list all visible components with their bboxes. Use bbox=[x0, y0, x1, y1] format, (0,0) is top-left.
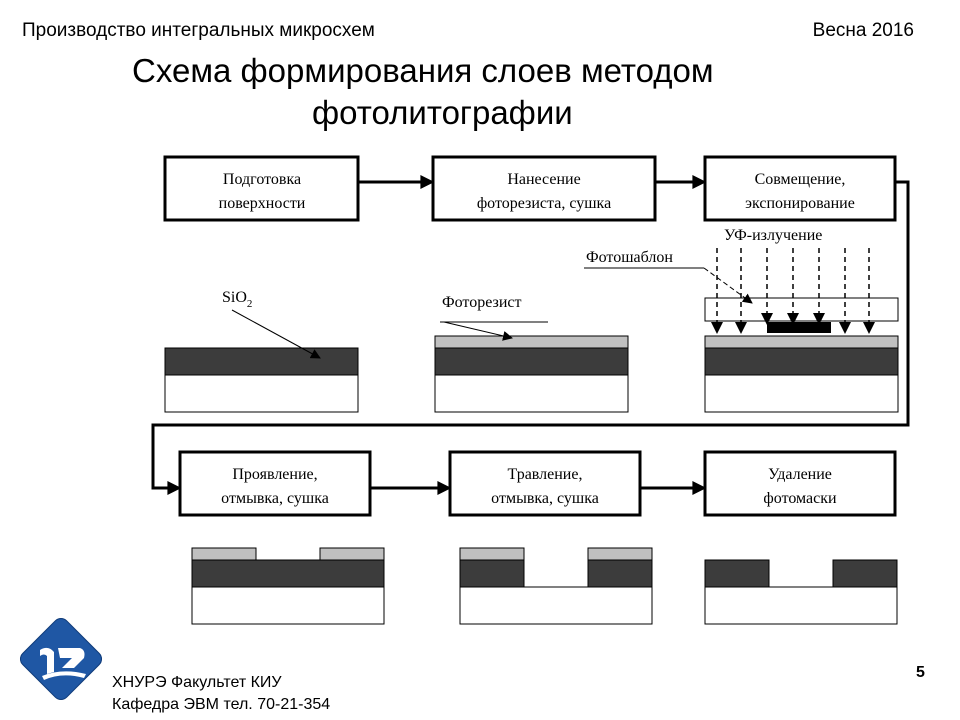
step-box-3: Совмещение, экспонирование bbox=[703, 155, 897, 222]
step-5-line-2: отмывка, сушка bbox=[491, 490, 599, 507]
photomask-label: Фотошаблон bbox=[586, 249, 673, 266]
step-2-line-1: Нанесение bbox=[507, 171, 580, 188]
uv-rays bbox=[711, 248, 875, 334]
step-6-line-2: фотомаски bbox=[763, 490, 837, 507]
cross-section-1 bbox=[164, 347, 359, 413]
photoresist-pointer bbox=[443, 321, 513, 341]
photoresist-label: Фоторезист bbox=[442, 294, 521, 311]
step-3-line-2: экспонирование bbox=[745, 195, 855, 212]
university-logo bbox=[19, 617, 103, 701]
step-box-1: Подготовка поверхности bbox=[163, 155, 360, 222]
slide-title-line-1: Схема формирования слоев методом bbox=[132, 52, 714, 89]
step-box-5: Травление, отмывка, сушка bbox=[448, 450, 642, 517]
footer-department: Кафедра ЭВМ тел. 70-21-354 bbox=[112, 696, 331, 713]
footer-organization: ХНУРЭ Факультет КИУ bbox=[112, 674, 282, 691]
cross-section-3 bbox=[704, 297, 899, 413]
arrow-3-4 bbox=[151, 180, 910, 495]
cross-section-4 bbox=[191, 547, 385, 625]
photoresist-layer bbox=[434, 335, 629, 349]
photomask-plate bbox=[704, 297, 899, 322]
term-label: Весна 2016 bbox=[812, 20, 914, 41]
cross-section-5 bbox=[459, 547, 653, 625]
step-6-line-1: Удаление bbox=[768, 466, 832, 483]
sio2-pointer bbox=[231, 309, 321, 359]
step-2-line-2: фоторезиста, сушка bbox=[477, 195, 611, 212]
step-1-line-1: Подготовка bbox=[223, 171, 301, 188]
oxide-layer bbox=[164, 347, 359, 376]
page-number: 5 bbox=[916, 664, 925, 681]
cross-section-6 bbox=[704, 559, 898, 625]
cross-section-2 bbox=[434, 335, 629, 413]
photomask-pointer bbox=[703, 267, 753, 304]
sio2-label: SiO2 bbox=[222, 289, 252, 310]
step-3-line-1: Совмещение, bbox=[755, 171, 846, 188]
step-4-line-2: отмывка, сушка bbox=[221, 490, 329, 507]
course-title: Производство интегральных микросхем bbox=[22, 20, 375, 41]
slide-title-line-2: фотолитографии bbox=[312, 94, 573, 131]
step-box-4: Проявление, отмывка, сушка bbox=[178, 450, 372, 517]
photomask-pattern bbox=[767, 322, 831, 333]
step-5-line-1: Травление, bbox=[508, 466, 583, 483]
step-box-6: Удаление фотомаски bbox=[703, 450, 897, 517]
step-4-line-1: Проявление, bbox=[232, 466, 317, 483]
step-box-2: Нанесение фоторезиста, сушка bbox=[431, 155, 657, 222]
step-1-line-2: поверхности bbox=[219, 195, 306, 212]
uv-label: УФ-излучение bbox=[724, 227, 822, 244]
